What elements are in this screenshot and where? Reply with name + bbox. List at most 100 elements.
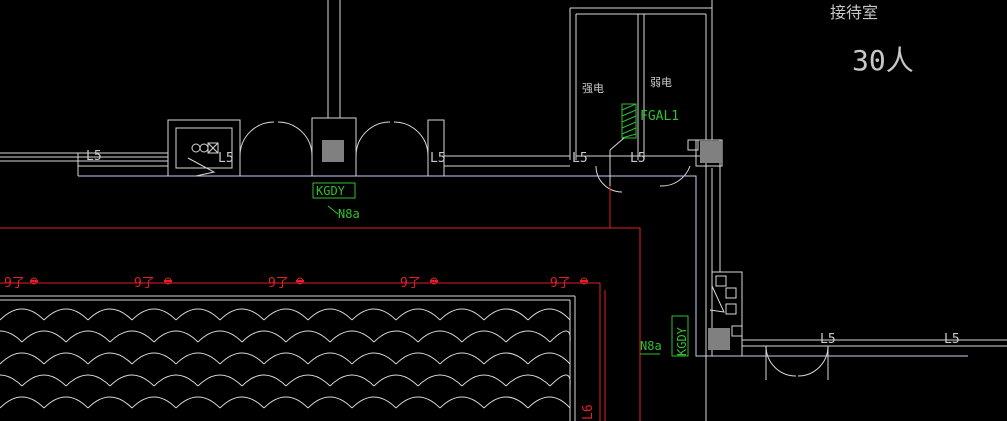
ceiling-scallop	[395, 352, 441, 365]
ceiling-scallop	[87, 396, 133, 409]
ceiling-scallop	[263, 396, 309, 409]
ceiling-scallop	[395, 396, 441, 409]
ceiling-scallop	[307, 352, 353, 365]
ceiling-scallop	[0, 330, 23, 343]
ceiling-scallop	[527, 396, 571, 409]
light-tag: 9了	[550, 276, 571, 291]
tag-kgdy: KGDY	[316, 184, 346, 198]
ceiling-scallop	[527, 308, 571, 321]
ceiling-scallop	[439, 396, 485, 409]
ceiling-scallop	[241, 374, 287, 387]
line-label-l5: L5	[944, 332, 960, 347]
ceiling-scallop	[527, 352, 571, 365]
ceiling-scallop	[197, 330, 243, 343]
ceiling-scallop	[219, 352, 265, 365]
room-name: 接待室	[830, 3, 878, 22]
ceiling-scallop	[461, 374, 507, 387]
ceiling-scallop	[417, 330, 463, 343]
duct-line	[78, 175, 968, 357]
ceiling-scallop	[483, 396, 529, 409]
ceiling-scallop	[131, 352, 177, 365]
closet-label-strong: 强电	[582, 82, 604, 95]
ceiling-scallop	[483, 308, 529, 321]
column-block	[322, 140, 344, 162]
ceiling-scallop	[87, 308, 133, 321]
ceiling-scallop	[329, 330, 375, 343]
ceiling-scallop	[307, 396, 353, 409]
kgdy-tag-box[interactable]	[312, 182, 356, 199]
light-tag: 9了	[400, 276, 421, 291]
equipment	[187, 103, 743, 350]
light-tag: 9了	[134, 276, 155, 291]
ceiling-scallop	[241, 330, 287, 343]
ceiling-scallop	[0, 352, 45, 365]
column-block	[700, 141, 722, 163]
ceiling-scallop	[109, 330, 155, 343]
ceiling-scallop	[21, 374, 67, 387]
tag-kgdy-vertical: KGDY	[675, 326, 689, 356]
light-tag: 9了	[268, 276, 289, 291]
ceiling-scallop	[351, 396, 397, 409]
kgdy-tag-box-vertical[interactable]	[671, 315, 689, 357]
ceiling-scallop	[65, 374, 111, 387]
ceiling-scallop	[549, 374, 571, 387]
ceiling-scallop	[329, 374, 375, 387]
ceiling-scallop	[0, 374, 23, 387]
ceiling-scallop	[0, 396, 45, 409]
ceiling-scallop	[21, 330, 67, 343]
red-circuits	[0, 186, 641, 421]
line-label-n8a: N8a	[338, 207, 360, 221]
light-tag: 9了	[4, 276, 25, 291]
ceiling-scallop	[43, 352, 89, 365]
ceiling-scallop	[131, 396, 177, 409]
line-label-l5: L5	[430, 151, 446, 166]
panel-label: FGAL1	[640, 109, 679, 124]
ceiling-scallop	[263, 352, 309, 365]
line-label-l5: L5	[630, 151, 646, 166]
ceiling-scallop	[439, 352, 485, 365]
line-label-l5: L5	[572, 151, 588, 166]
ceiling-scallop	[219, 396, 265, 409]
ceiling-scallop	[153, 330, 199, 343]
ceiling-scallop	[175, 352, 221, 365]
ceiling-scallop	[373, 330, 419, 343]
ceiling-scallop	[461, 330, 507, 343]
ceiling-scallop	[153, 374, 199, 387]
line-label-l6: L6	[581, 404, 596, 420]
ceiling-scallop	[395, 308, 441, 321]
line-label-l5: L5	[218, 151, 234, 166]
ceiling-scallop	[175, 308, 221, 321]
ceiling-scallop	[197, 374, 243, 387]
ceiling-scallop	[87, 352, 133, 365]
ceiling-scallop	[109, 374, 155, 387]
ceiling-scallop	[131, 308, 177, 321]
closet-label-weak: 弱电	[650, 76, 672, 89]
ceiling-scallop	[505, 374, 551, 387]
ceiling-scallop	[285, 330, 331, 343]
ceiling-scallop	[307, 308, 353, 321]
ceiling-pattern	[0, 308, 571, 409]
room-capacity: 30人	[852, 44, 914, 77]
ceiling-scallop	[351, 352, 397, 365]
ceiling-scallop	[0, 308, 45, 321]
ceiling-scallop	[43, 308, 89, 321]
ceiling-scallop	[263, 308, 309, 321]
line-label-l5: L5	[86, 149, 102, 164]
ceiling-scallop	[65, 330, 111, 343]
ceiling-scallop	[505, 330, 551, 343]
panel-fgal1[interactable]	[621, 103, 637, 139]
column-block	[708, 328, 730, 350]
line-label-l5: L5	[820, 332, 836, 347]
ceiling-scallop	[549, 330, 571, 343]
door-swings	[239, 121, 829, 377]
ceiling-scallop	[43, 396, 89, 409]
light-fixtures	[30, 277, 588, 285]
leaders	[327, 205, 660, 355]
ceiling-scallop	[175, 396, 221, 409]
line-label-n8a: N8a	[640, 339, 662, 353]
ceiling-scallop	[219, 308, 265, 321]
ceiling-scallop	[483, 352, 529, 365]
